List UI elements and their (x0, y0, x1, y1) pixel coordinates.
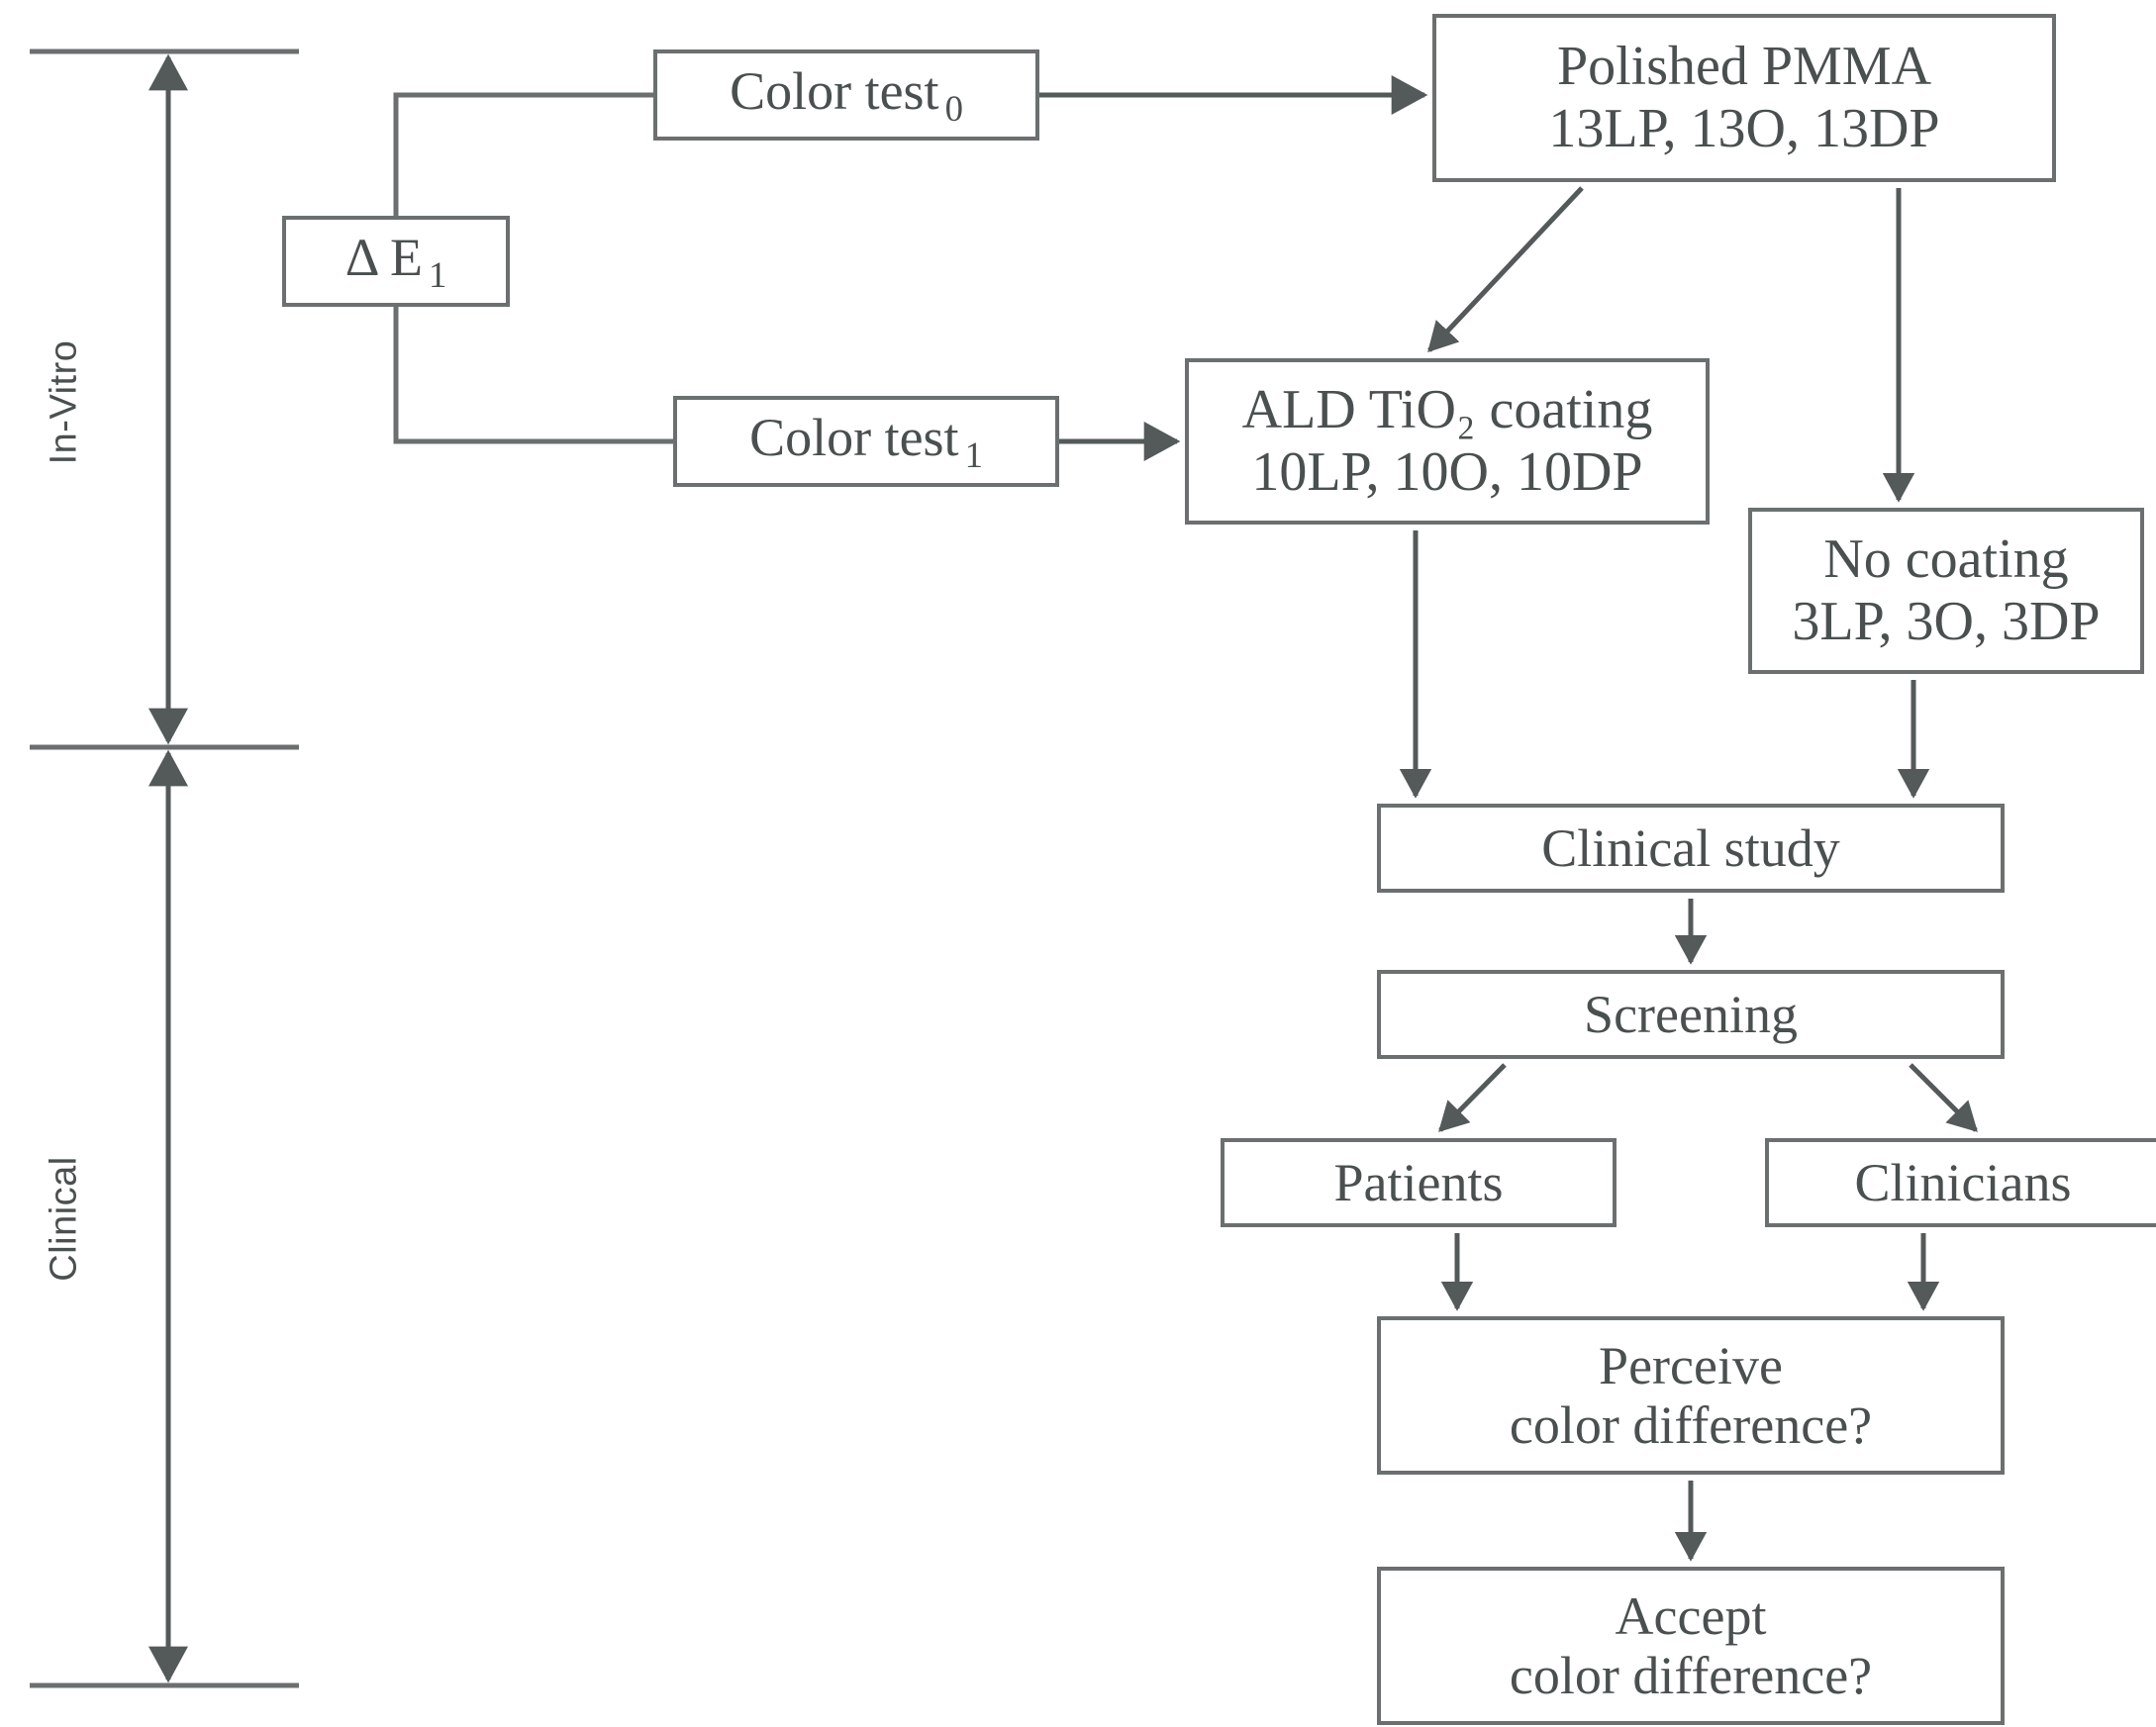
node-ald-tio2-coating[interactable]: ALD TiO₂ coating 10LP, 10O, 10DP (1185, 358, 1710, 525)
node-perceive-line-2: color difference? (1509, 1395, 1873, 1455)
node-delta-e-1-subscript: 1 (428, 253, 447, 295)
node-perceive-color-difference[interactable]: Perceive color difference? (1377, 1316, 2005, 1475)
node-polished-pmma-line-1: Polished PMMA (1556, 36, 1932, 98)
node-patients-label: Patients (1333, 1152, 1504, 1212)
node-no-coating-line-2: 3LP, 3O, 3DP (1792, 591, 2101, 652)
node-color-test-0-subscript: 0 (944, 87, 963, 129)
edge-screening-to-clinicians (1909, 1063, 1978, 1132)
edge-delta-to-test0 (393, 92, 653, 216)
edge-delta-to-test1 (393, 307, 673, 444)
node-clinical-study[interactable]: Clinical study (1377, 804, 2005, 893)
node-screening[interactable]: Screening (1377, 970, 2005, 1059)
node-no-coating[interactable]: No coating 3LP, 3O, 3DP (1748, 508, 2144, 674)
node-ald-tio2-coating-line-1: ALD TiO₂ coating (1241, 379, 1653, 441)
node-accept-color-difference[interactable]: Accept color difference? (1377, 1567, 2005, 1725)
node-polished-pmma[interactable]: Polished PMMA 13LP, 13O, 13DP (1432, 14, 2056, 182)
node-accept-line-2: color difference? (1509, 1646, 1873, 1705)
node-patients[interactable]: Patients (1221, 1138, 1617, 1227)
node-ald-tio2-coating-line-2: 10LP, 10O, 10DP (1251, 441, 1643, 503)
node-no-coating-line-1: No coating (1823, 528, 2069, 591)
phase-label-in-vitro: In-Vitro (43, 339, 85, 465)
node-color-test-1-subscript: 1 (964, 433, 983, 475)
node-accept-line-1: Accept (1615, 1585, 1767, 1646)
node-screening-label: Screening (1584, 984, 1798, 1044)
phase-label-clinical: Clinical (43, 1156, 85, 1282)
node-clinicians[interactable]: Clinicians (1765, 1138, 2156, 1227)
edge-screening-to-patients (1438, 1063, 1507, 1132)
edge-pmma-to-ald (1427, 186, 1584, 352)
node-clinical-study-label: Clinical study (1541, 817, 1840, 878)
node-polished-pmma-line-2: 13LP, 13O, 13DP (1548, 98, 1940, 159)
node-perceive-line-1: Perceive (1599, 1335, 1783, 1395)
node-clinicians-label: Clinicians (1854, 1152, 2072, 1212)
